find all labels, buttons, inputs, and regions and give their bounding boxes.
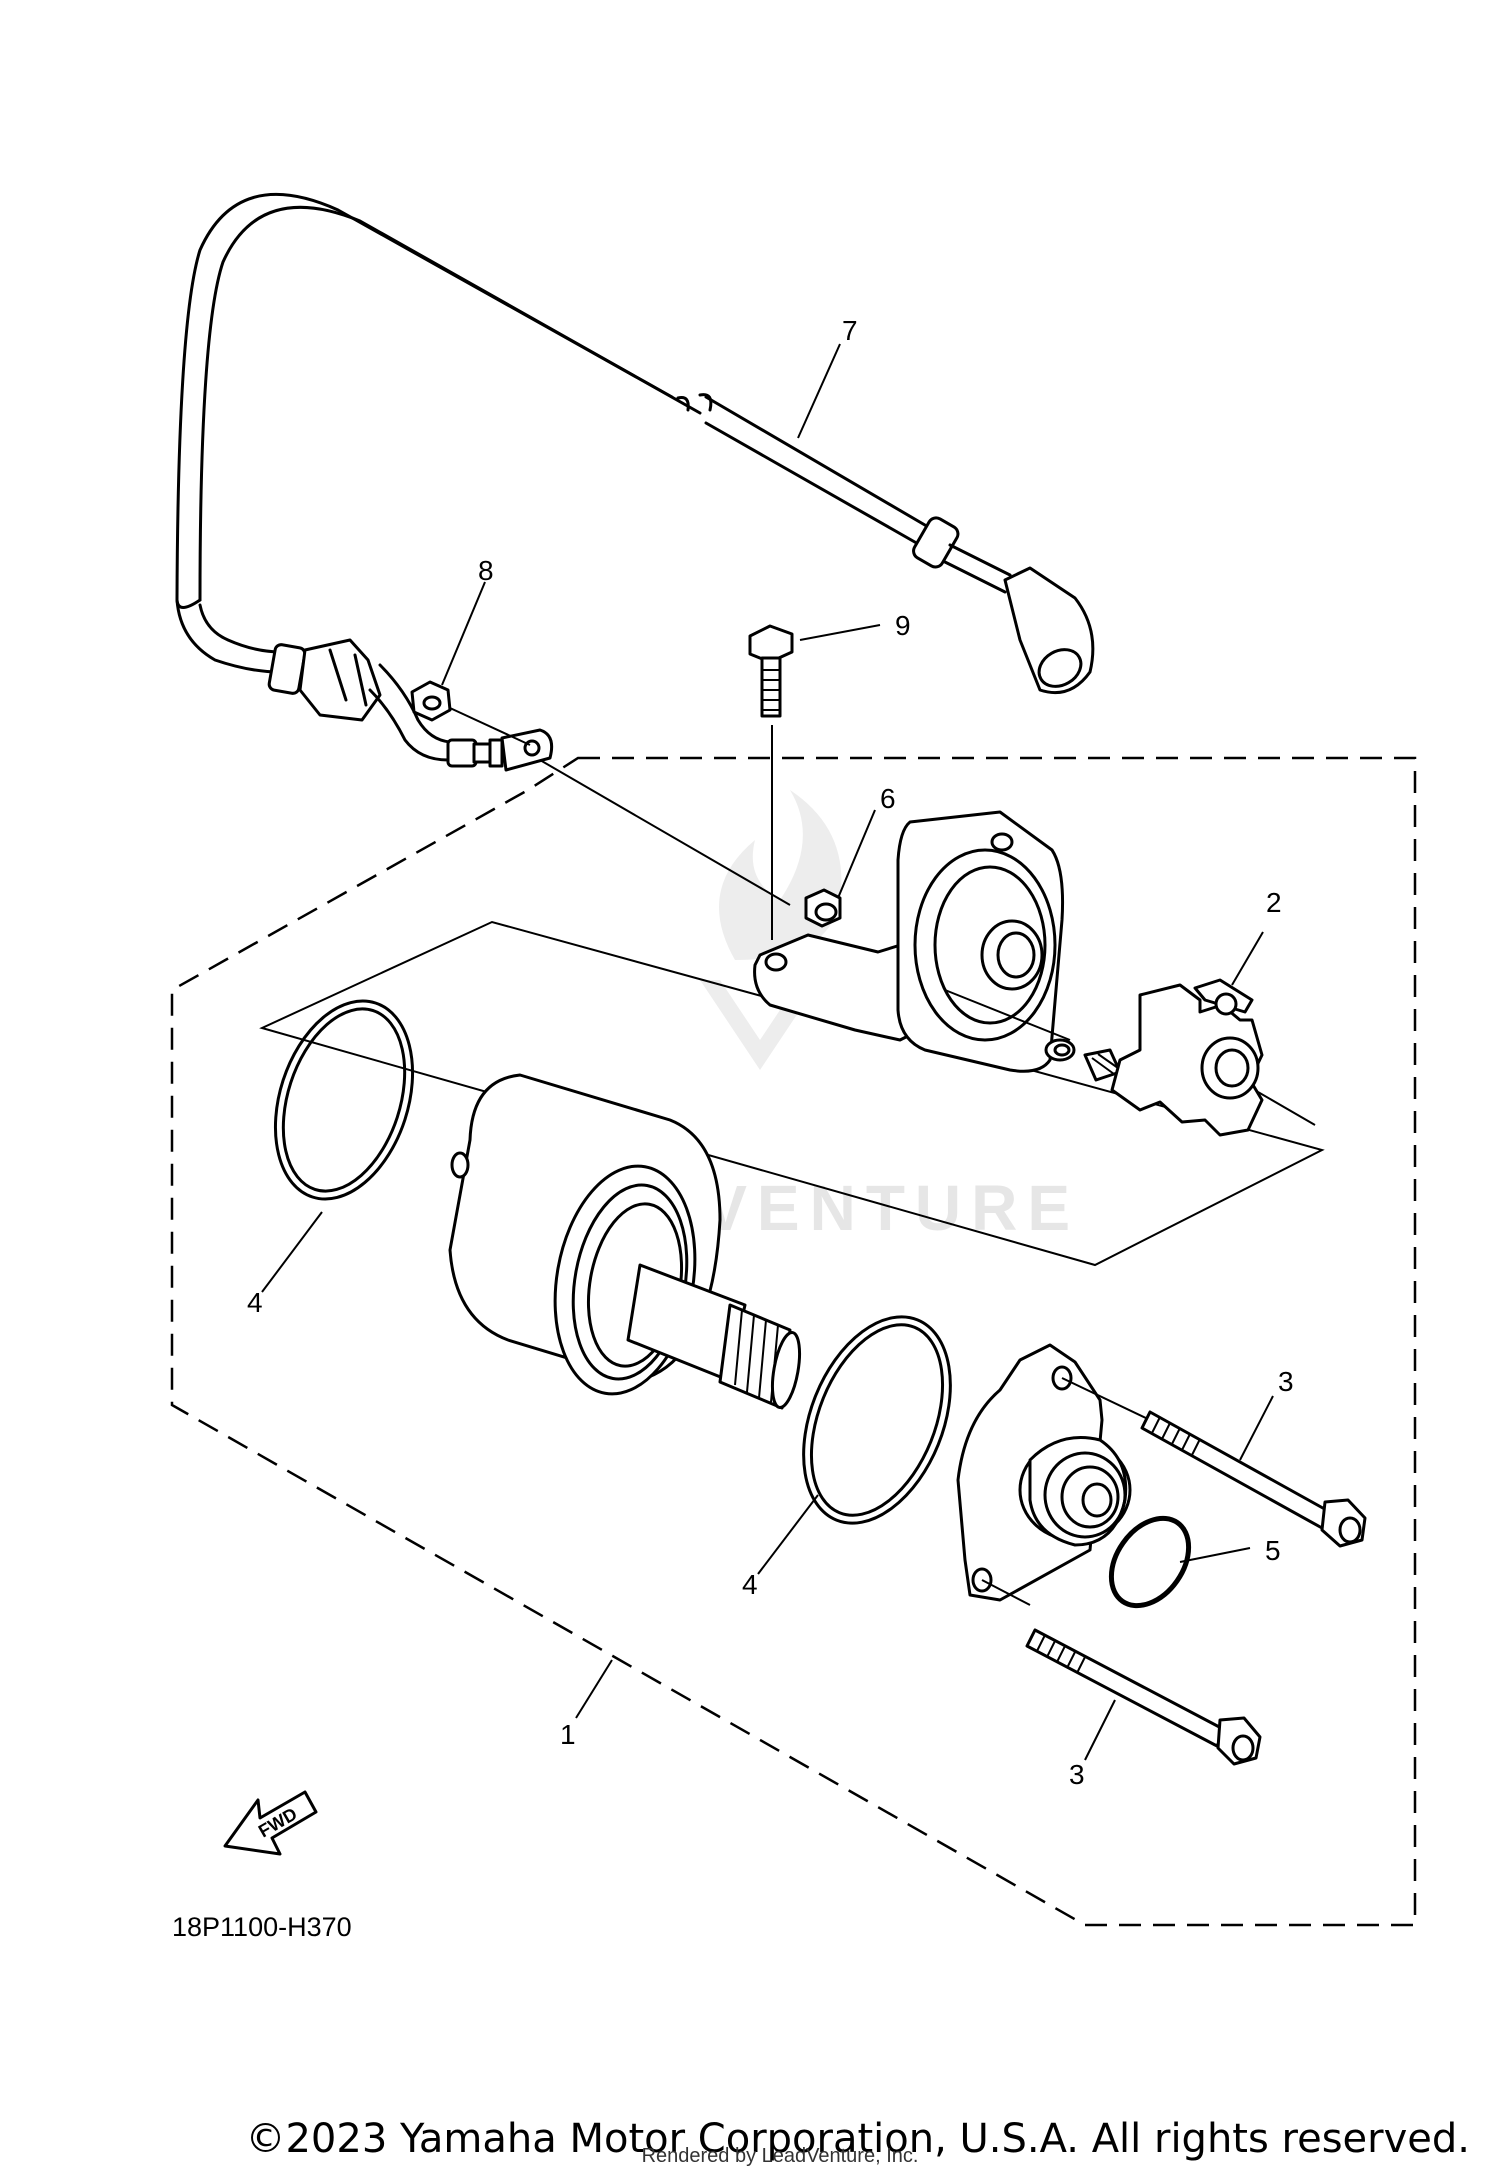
front-housing bbox=[753, 810, 1071, 1073]
callout-9: 9 bbox=[895, 610, 911, 641]
bolt-3-lower bbox=[981, 1579, 1262, 1766]
starter-cable bbox=[175, 192, 1095, 772]
brush-holder-outline bbox=[259, 920, 1325, 1267]
o-ring-5 bbox=[1108, 1515, 1192, 1609]
callout-8: 8 bbox=[478, 555, 494, 586]
brush-plate-2 bbox=[1044, 978, 1316, 1137]
callout-labels: 1 2 3 3 4 4 5 6 7 8 9 bbox=[247, 315, 1294, 1790]
rear-cover bbox=[956, 1343, 1132, 1602]
nut-6 bbox=[804, 888, 842, 928]
callout-7: 7 bbox=[842, 315, 858, 346]
o-ring-4-upper bbox=[273, 999, 415, 1201]
callout-2: 2 bbox=[1266, 887, 1282, 918]
rendered-by-notice: Rendered by LeadVenture, Inc. bbox=[641, 2145, 919, 2167]
callout-3-lower: 3 bbox=[1069, 1759, 1085, 1790]
copyright-notice: ©2023 Yamaha Motor Corporation, U.S.A. A… bbox=[245, 2116, 1470, 2162]
bolt-3-upper bbox=[1061, 1377, 1367, 1548]
callout-6: 6 bbox=[880, 783, 896, 814]
assembly-boundary bbox=[170, 756, 1417, 1927]
callout-4-upper: 4 bbox=[247, 1287, 263, 1318]
callout-4-lower: 4 bbox=[742, 1569, 758, 1600]
callout-3-upper: 3 bbox=[1278, 1366, 1294, 1397]
callout-leaders bbox=[261, 343, 1274, 1761]
nut-8 bbox=[410, 680, 531, 746]
callout-5: 5 bbox=[1265, 1535, 1281, 1566]
armature-yoke bbox=[448, 1073, 802, 1410]
callout-1: 1 bbox=[560, 1719, 576, 1750]
drawing-code: 18P1100-H370 bbox=[172, 1912, 352, 1942]
bolt-9 bbox=[748, 624, 794, 940]
lug-lead-line bbox=[539, 759, 791, 906]
o-ring-4-lower bbox=[802, 1315, 952, 1525]
fwd-arrow-icon: FWD bbox=[223, 1790, 318, 1856]
